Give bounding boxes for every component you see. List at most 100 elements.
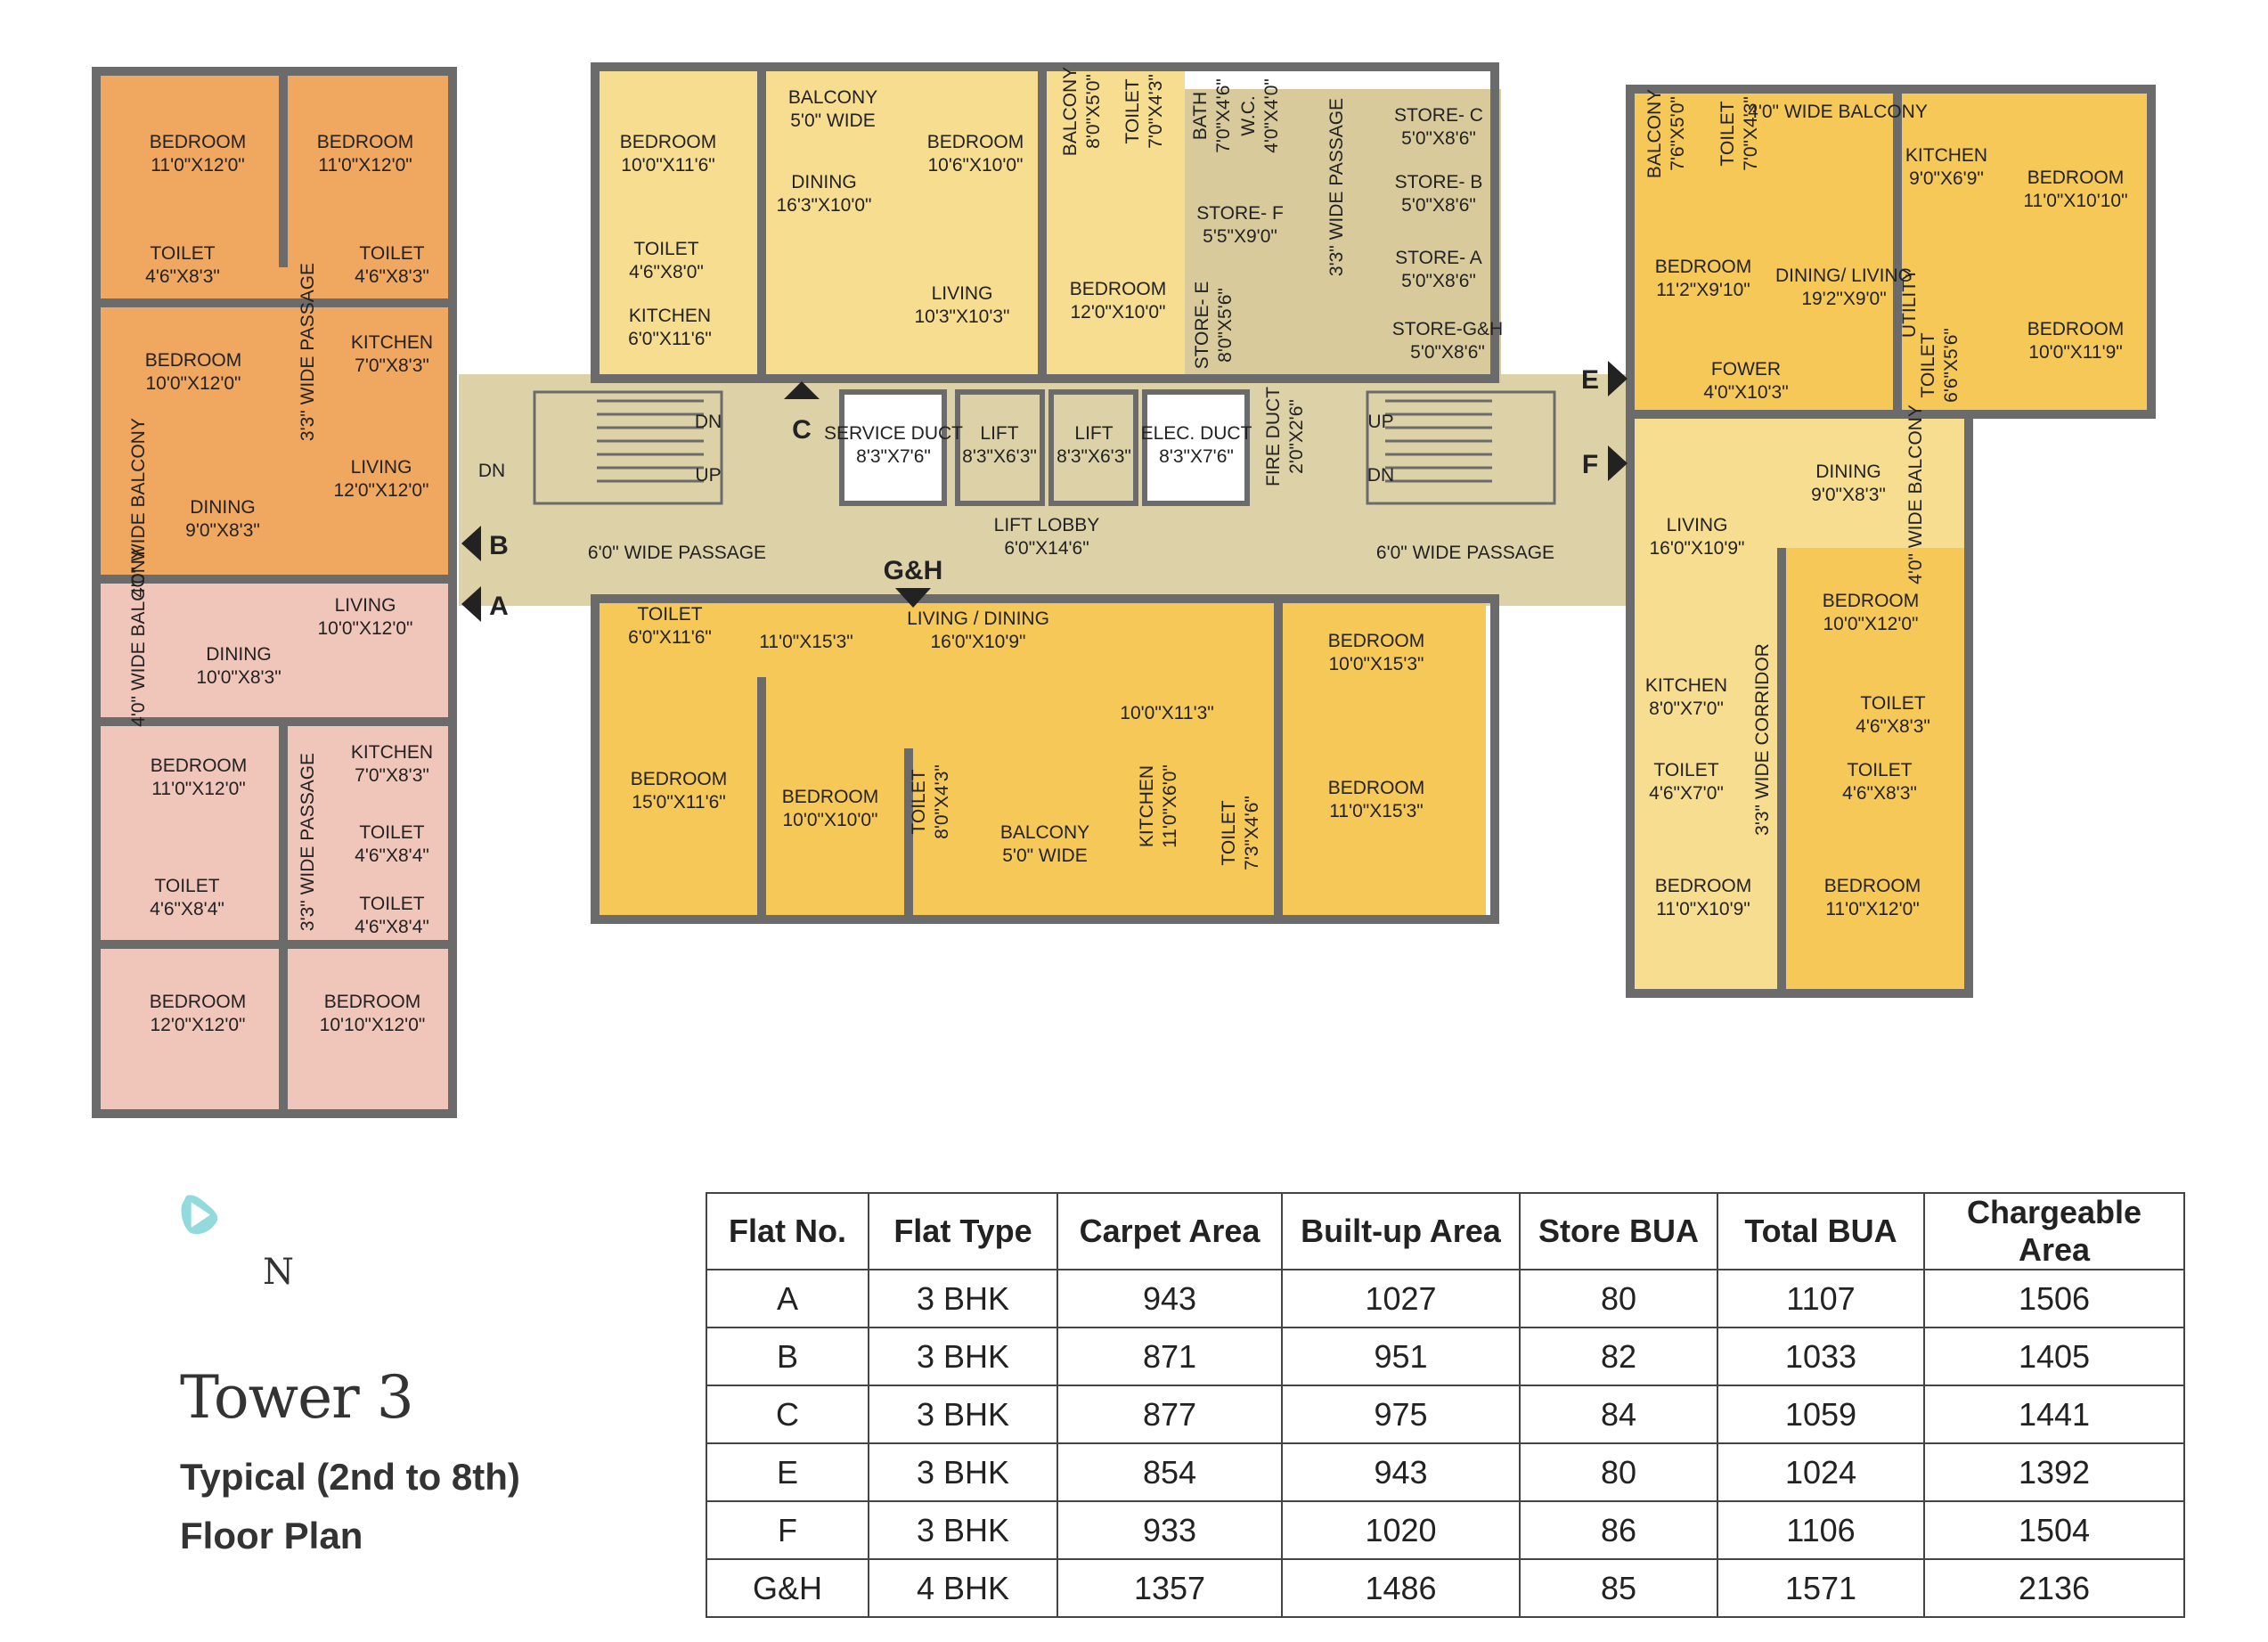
table-header-row: Flat No. Flat Type Carpet Area Built-up … (706, 1192, 2185, 1270)
floor-plan-subtitle: Typical (2nd to 8th) Floor Plan (180, 1448, 520, 1565)
table-cell: 1405 (1923, 1327, 2185, 1386)
room-name: KITCHEN (351, 332, 433, 353)
room-size: 8'3"X7'6" (1159, 446, 1234, 467)
room-p2: 3'3" WIDE PASSAGE (298, 753, 318, 931)
room-name: LIVING (351, 457, 412, 478)
table-cell: 1024 (1717, 1442, 1925, 1502)
table-cell: 1441 (1923, 1385, 2185, 1444)
room-size: 5'0" WIDE (1002, 846, 1087, 866)
table-cell: 3 BHK (868, 1385, 1058, 1444)
room-size: 10'0"X12'0" (145, 373, 241, 394)
room-name: LIFT (980, 423, 1018, 444)
room-size: 10'6"X10'0" (927, 155, 1023, 176)
room-size: 10'0"X12'0" (1823, 614, 1918, 634)
table-cell: 80 (1519, 1442, 1718, 1502)
room-size: 7'3"X4'6" (1242, 796, 1262, 870)
room-name: KITCHEN (1137, 765, 1157, 847)
table-cell: C (706, 1385, 869, 1444)
room-name: DINING (791, 172, 857, 192)
room-name: 3'3" WIDE PASSAGE (298, 263, 318, 441)
room-f-bal: 4'0" WIDE BALCONY (1905, 404, 1926, 584)
entry-stair-dn: DN (478, 461, 505, 481)
col-builtup-area: Built-up Area (1281, 1192, 1521, 1270)
compass-pointer-icon (191, 1202, 211, 1228)
room-name: 6'0" WIDE PASSAGE (588, 543, 766, 563)
room-s-b: STORE- B5'0"X8'6" (1395, 172, 1483, 216)
room-size: 10'0"X11'9" (2028, 342, 2122, 363)
room-name: STORE-G&H (1392, 319, 1503, 339)
flat-c-area (595, 71, 1185, 374)
room-size: 16'0"X10'9" (1649, 538, 1744, 559)
table-cell: 871 (1056, 1327, 1283, 1386)
table-cell: 1033 (1717, 1327, 1925, 1386)
area-table: Flat No. Flat Type Carpet Area Built-up … (706, 1192, 2185, 1618)
room-size: 5'5"X9'0" (1203, 226, 1277, 247)
room-name: TOILET (150, 243, 215, 264)
room-name: LIVING (1667, 515, 1728, 535)
room-name: BEDROOM (151, 756, 248, 776)
room-name: BATH (1190, 92, 1211, 140)
table-cell: 951 (1281, 1327, 1521, 1386)
room-name: 4'0" WIDE BALCONY (128, 547, 149, 727)
table-cell: 4 BHK (868, 1558, 1058, 1618)
room-name: FOWER (1711, 359, 1781, 380)
table-cell: 80 (1519, 1269, 1718, 1328)
table-cell: B (706, 1327, 869, 1386)
stair-left (533, 390, 723, 505)
room-size: 7'0"X4'3" (1741, 96, 1761, 171)
table-cell: 1106 (1717, 1500, 1925, 1560)
room-size: 5'0" WIDE (790, 110, 875, 131)
room-name: STORE- C (1394, 105, 1483, 126)
room-name: BEDROOM (145, 350, 242, 371)
table-cell: 85 (1519, 1558, 1718, 1618)
room-name: BEDROOM (317, 132, 414, 152)
room-size: 4'6"X8'0" (629, 262, 704, 282)
room-name: BEDROOM (324, 992, 421, 1012)
lift-shaft-1 (955, 389, 1045, 506)
room-e-wbal: 4'0" WIDE BALCONY (1748, 102, 1928, 122)
room-size: 8'0"X4'3" (932, 764, 952, 839)
room-name: TOILET (359, 243, 424, 264)
room-size: 10'3"X10'3" (914, 306, 1009, 327)
col-store-bua: Store BUA (1519, 1192, 1718, 1270)
table-cell: 3 BHK (868, 1442, 1058, 1502)
service-duct-shaft (839, 389, 947, 506)
compass-label: N (263, 1252, 294, 1293)
room-size: 7'6"X5'0" (1668, 96, 1688, 171)
room-size: 8'0"X5'6" (1215, 288, 1236, 363)
table-cell: 2136 (1923, 1558, 2185, 1618)
room-name: TOILET (359, 822, 424, 843)
room-size: 4'6"X8'3" (1842, 783, 1917, 804)
room-s-c: STORE- C5'0"X8'6" (1394, 105, 1483, 149)
room-name: BALCONY (788, 87, 877, 108)
room-name: DINING (1815, 462, 1881, 482)
table-cell: E (706, 1442, 869, 1502)
table-cell: 3 BHK (868, 1327, 1058, 1386)
